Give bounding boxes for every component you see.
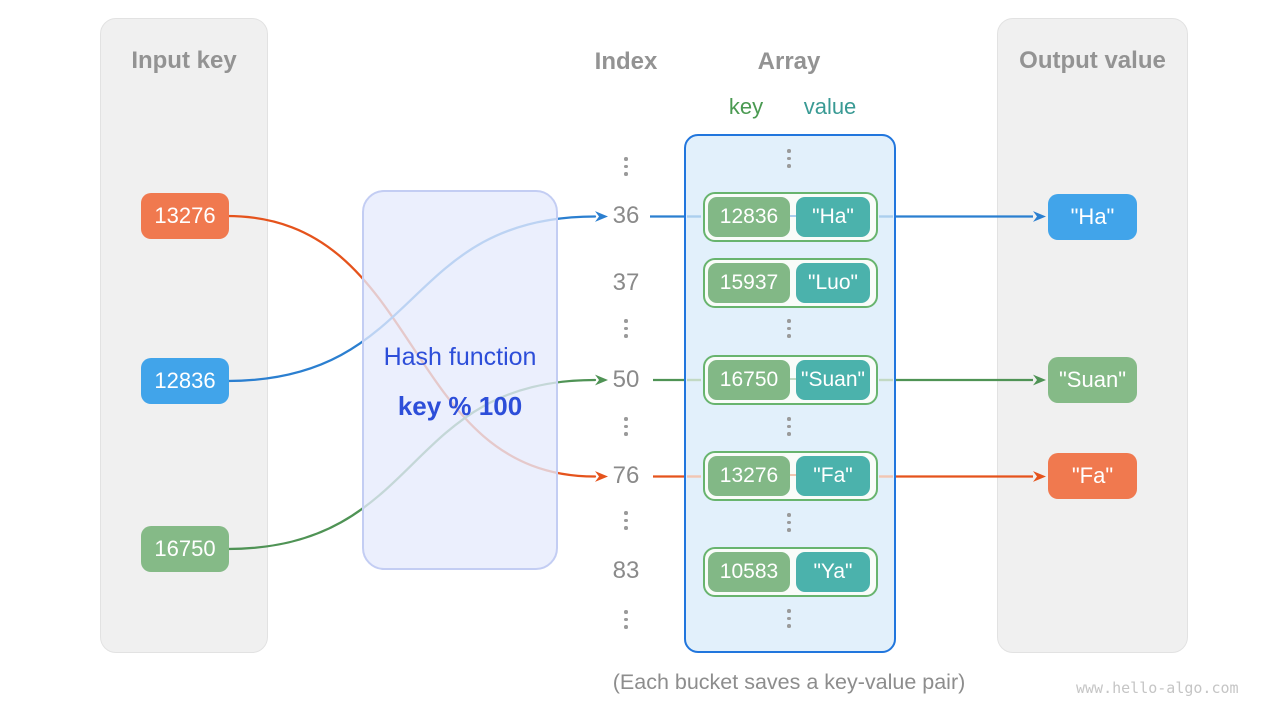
- vertical-ellipsis-icon: [759, 609, 819, 628]
- hash-function-box: Hash function key % 100: [362, 190, 558, 570]
- array-column-title: Array: [757, 48, 821, 75]
- value-column-header: value: [803, 94, 857, 119]
- pair-key: 16750: [708, 360, 790, 400]
- pastel-line-50-gap: [789, 377, 798, 380]
- arrowhead-index-36-icon: [595, 211, 608, 222]
- key-column-header: key: [728, 94, 764, 119]
- output-value-suan: "Suan": [1048, 357, 1137, 403]
- vertical-ellipsis-icon: [596, 511, 656, 530]
- index-value-83: 83: [612, 557, 640, 584]
- vertical-ellipsis-icon: [596, 610, 656, 629]
- arrowhead-index-76-icon: [595, 471, 608, 482]
- hash-function-formula: key % 100: [397, 391, 523, 421]
- pastel-line-76-gap: [789, 473, 798, 476]
- array-pair-12836-ha: 12836 "Ha": [703, 192, 878, 242]
- index-column-title: Index: [594, 48, 658, 75]
- hash-function-title: Hash function: [383, 343, 537, 371]
- input-key-16750: 16750: [141, 526, 229, 572]
- pastel-line-36-gap: [789, 214, 798, 217]
- array-pair-10583-ya: 10583 "Ya": [703, 547, 878, 597]
- index-value-76: 76: [612, 462, 640, 489]
- pair-value: "Luo": [796, 263, 870, 303]
- array-pair-15937-luo: 15937 "Luo": [703, 258, 878, 308]
- output-value-ha: "Ha": [1048, 194, 1137, 240]
- pair-value: "Suan": [796, 360, 870, 400]
- pair-value: "Fa": [796, 456, 870, 496]
- arrowhead-output-suan-icon: [1033, 374, 1046, 386]
- arrowhead-index-50-icon: [595, 374, 608, 386]
- input-key-13276: 13276: [141, 193, 229, 239]
- output-panel-title: Output value: [1019, 47, 1166, 74]
- arrowhead-output-fa-icon: [1033, 471, 1046, 482]
- input-panel-title: Input key: [131, 47, 237, 74]
- array-pair-13276-fa: 13276 "Fa": [703, 451, 878, 501]
- vertical-ellipsis-icon: [759, 417, 819, 436]
- index-value-37: 37: [612, 269, 640, 296]
- figure-caption: (Each bucket saves a key-value pair): [612, 670, 966, 694]
- pair-value: "Ha": [796, 197, 870, 237]
- vertical-ellipsis-icon: [759, 319, 819, 338]
- vertical-ellipsis-icon: [596, 417, 656, 436]
- pair-key: 10583: [708, 552, 790, 592]
- output-value-panel: [997, 18, 1188, 653]
- vertical-ellipsis-icon: [596, 157, 656, 176]
- array-pair-16750-suan: 16750 "Suan": [703, 355, 878, 405]
- watermark-text: www.hello-algo.com: [1076, 679, 1239, 697]
- index-value-36: 36: [612, 202, 640, 229]
- pair-key: 13276: [708, 456, 790, 496]
- vertical-ellipsis-icon: [759, 149, 819, 168]
- input-key-12836: 12836: [141, 358, 229, 404]
- arrowhead-output-ha-icon: [1033, 211, 1046, 222]
- vertical-ellipsis-icon: [759, 513, 819, 532]
- pair-key: 15937: [708, 263, 790, 303]
- pair-key: 12836: [708, 197, 790, 237]
- index-value-50: 50: [612, 366, 640, 393]
- pair-value: "Ya": [796, 552, 870, 592]
- vertical-ellipsis-icon: [596, 319, 656, 338]
- output-value-fa: "Fa": [1048, 453, 1137, 499]
